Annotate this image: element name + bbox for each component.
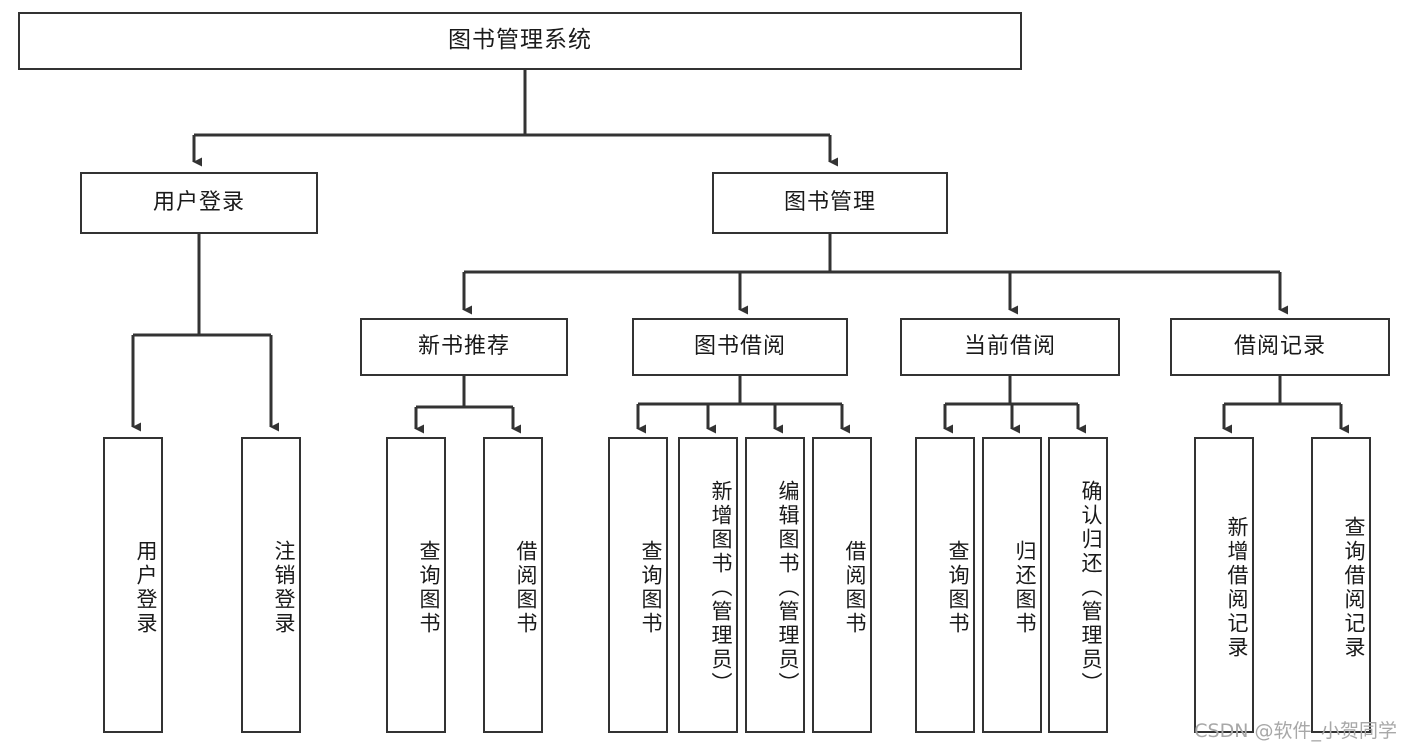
node-label: 图书借阅 [693,333,786,359]
node-label: 当前借阅 [963,333,1056,359]
leaf-add-book[interactable]: 新增图书（管理员） [678,437,738,733]
node-label: 用户登录 [152,189,245,215]
leaf-add-record[interactable]: 新增借阅记录 [1194,437,1254,733]
node-label: 新增借阅记录 [1225,516,1249,660]
node-label: 新增图书（管理员） [709,480,733,696]
node-label: 查询图书 [946,540,970,636]
node-label: 新书推荐 [417,333,510,359]
node-user-login[interactable]: 用户登录 [80,172,318,234]
node-label: 借阅图书 [514,540,538,636]
node-label: 图书管理系统 [448,27,592,54]
node-label: 借阅记录 [1233,333,1326,359]
node-book-borrow[interactable]: 图书借阅 [632,318,848,376]
leaf-query-book-2[interactable]: 查询图书 [608,437,668,733]
watermark-text: CSDN @软件_小贺同学 [1194,720,1397,742]
leaf-borrow-book-2[interactable]: 借阅图书 [812,437,872,733]
node-new-book-recommend[interactable]: 新书推荐 [360,318,568,376]
node-label: 查询图书 [639,540,663,636]
leaf-confirm-return[interactable]: 确认归还（管理员） [1048,437,1108,733]
node-root-book-management-system[interactable]: 图书管理系统 [18,12,1022,70]
node-label: 用户登录 [134,540,158,636]
node-label: 注销登录 [272,540,296,636]
node-label: 归还图书 [1013,540,1037,636]
leaf-query-book-1[interactable]: 查询图书 [386,437,446,733]
node-label: 查询图书 [417,540,441,636]
leaf-edit-book[interactable]: 编辑图书（管理员） [745,437,805,733]
leaf-return-book[interactable]: 归还图书 [982,437,1042,733]
leaf-borrow-book-1[interactable]: 借阅图书 [483,437,543,733]
node-current-borrow[interactable]: 当前借阅 [900,318,1120,376]
node-label: 确认归还（管理员） [1079,480,1103,696]
node-label: 编辑图书（管理员） [776,480,800,696]
node-book-management[interactable]: 图书管理 [712,172,948,234]
leaf-logout-login[interactable]: 注销登录 [241,437,301,733]
node-label: 借阅图书 [843,540,867,636]
node-borrow-record[interactable]: 借阅记录 [1170,318,1390,376]
leaf-query-book-3[interactable]: 查询图书 [915,437,975,733]
leaf-query-record[interactable]: 查询借阅记录 [1311,437,1371,733]
leaf-user-login[interactable]: 用户登录 [103,437,163,733]
node-label: 查询借阅记录 [1342,516,1366,660]
node-label: 图书管理 [783,189,876,215]
